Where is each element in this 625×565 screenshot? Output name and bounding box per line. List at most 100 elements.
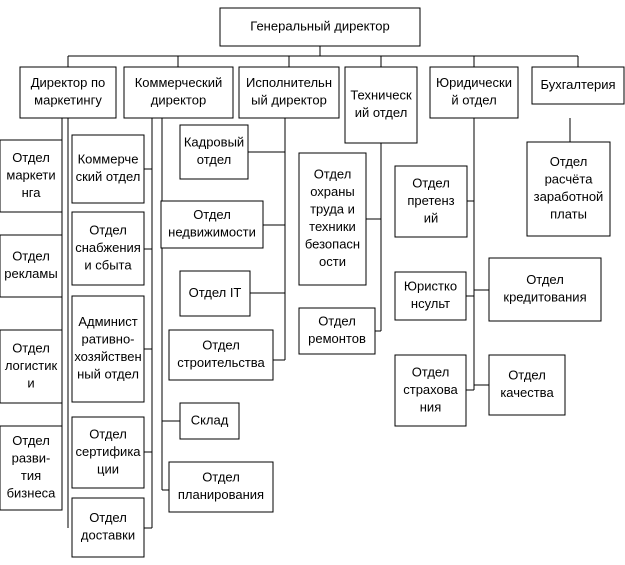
- node-box-marketing-director: [19, 66, 117, 119]
- node-label-sales-dept-1: ский отдел: [76, 169, 141, 184]
- node-box-planning-dept: [168, 461, 274, 513]
- node-label-logistics-dept-2: и: [27, 375, 34, 390]
- node-label-technical-department-0: Техническ: [350, 88, 412, 103]
- node-delivery-dept: Отдел доставки: [71, 497, 145, 558]
- node-label-safety-dept-3: техники: [309, 219, 356, 234]
- node-box-safety-dept: [298, 152, 367, 286]
- node-marketing-director: Директор по маркетингу: [19, 66, 117, 119]
- node-hr-dept: Кадровый отдел: [179, 124, 249, 180]
- node-label-safety-dept-4: безопасн: [305, 237, 360, 252]
- node-box-quality-dept: [488, 354, 566, 416]
- node-box-claims-dept: [394, 165, 468, 238]
- node-label-marketing-director-1: маркетингу: [34, 93, 102, 108]
- node-label-insurance-dept-0: Отдел: [412, 364, 450, 379]
- node-label-logistics-dept-1: логистик: [5, 358, 58, 373]
- node-box-construction-dept: [168, 329, 274, 381]
- node-label-planning-dept-1: планирования: [178, 487, 264, 502]
- node-box-hr-dept: [179, 124, 249, 180]
- node-label-business-development-dept-3: бизнеса: [7, 486, 57, 501]
- node-label-certification-dept-2: ции: [97, 461, 119, 476]
- node-technical-department: Техническ ий отдел: [344, 66, 418, 144]
- node-sales-dept: Коммерческий отдел: [71, 134, 145, 204]
- node-label-marketing-dept-0: Отдел: [12, 150, 50, 165]
- node-label-admin-dept-2: хозяйствен: [74, 349, 141, 364]
- node-it-dept: Отдел IT: [179, 270, 251, 317]
- node-label-commercial-director-0: Коммерческий: [135, 75, 223, 90]
- node-label-crediting-dept-0: Отдел: [526, 272, 564, 287]
- node-label-hr-dept-1: отдел: [197, 152, 231, 167]
- node-box-accounting: [531, 66, 625, 105]
- node-label-logistics-dept-0: Отдел: [12, 340, 50, 355]
- node-box-executive-director: [238, 66, 340, 119]
- node-label-executive-director-0: Исполнительн: [246, 75, 332, 90]
- node-label-technical-department-1: ий отдел: [355, 105, 408, 120]
- node-label-legal-counsel-1: нсульт: [411, 296, 450, 311]
- node-label-construction-dept-1: строительства: [177, 355, 265, 370]
- node-label-marketing-director-0: Директор по: [31, 75, 106, 90]
- node-commercial-director: Коммерческий директор: [123, 66, 234, 119]
- node-label-delivery-dept-0: Отдел: [89, 510, 127, 525]
- node-label-advertising-dept-1: рекламы: [4, 266, 57, 281]
- node-label-legal-department-1: й отдел: [451, 93, 496, 108]
- node-box-legal-department: [429, 66, 519, 119]
- node-label-claims-dept-0: Отдел: [412, 175, 450, 190]
- node-label-executive-director-1: ый директор: [251, 93, 327, 108]
- node-crediting-dept: Отдел кредитования: [488, 257, 602, 322]
- node-label-hr-dept-0: Кадровый: [184, 135, 244, 150]
- node-label-delivery-dept-1: доставки: [81, 528, 135, 543]
- node-label-it-dept-0: Отдел IT: [189, 285, 242, 300]
- node-label-business-development-dept-0: Отдел: [12, 433, 50, 448]
- node-executive-director: Исполнительн ый директор: [238, 66, 340, 119]
- node-box-delivery-dept: [71, 497, 145, 558]
- node-box-commercial-director: [123, 66, 234, 119]
- node-supply-dept: Отдел снабжения и сбыта: [71, 211, 145, 286]
- node-box-advertising-dept: [0, 234, 63, 298]
- node-label-construction-dept-0: Отдел: [202, 338, 240, 353]
- node-box-root: [219, 7, 421, 47]
- node-box-business-development-dept: [0, 425, 63, 511]
- node-box-warehouse: [179, 402, 240, 440]
- node-accounting: Бухгалтерия: [531, 66, 625, 105]
- node-label-real-estate-dept-0: Отдел: [193, 207, 231, 222]
- node-label-claims-dept-1: претенз: [407, 193, 454, 208]
- node-real-estate-dept: Отдел недвижимости: [160, 200, 264, 249]
- node-label-safety-dept-0: Отдел: [314, 167, 352, 182]
- node-label-planning-dept-0: Отдел: [202, 470, 240, 485]
- node-box-sales-dept: [71, 134, 145, 204]
- node-label-business-development-dept-2: тия: [21, 468, 41, 483]
- node-box-legal-counsel: [394, 271, 467, 321]
- node-label-commercial-director-1: директор: [151, 93, 206, 108]
- node-box-admin-dept: [71, 295, 145, 403]
- node-label-supply-dept-1: снабжения: [75, 240, 141, 255]
- node-label-payroll-dept-3: платы: [550, 207, 587, 222]
- node-label-crediting-dept-1: кредитования: [503, 290, 586, 305]
- node-label-quality-dept-0: Отдел: [508, 368, 546, 383]
- node-box-logistics-dept: [0, 329, 63, 404]
- node-box-payroll-dept: [526, 141, 611, 237]
- node-business-development-dept: Отдел разви-тия бизнеса: [0, 425, 63, 511]
- node-label-business-development-dept-1: разви-: [12, 451, 51, 466]
- node-label-safety-dept-2: труда и: [310, 202, 355, 217]
- node-label-admin-dept-1: ративно-: [81, 332, 134, 347]
- node-label-real-estate-dept-1: недвижимости: [168, 225, 256, 240]
- node-label-insurance-dept-2: ния: [420, 399, 441, 414]
- node-label-supply-dept-0: Отдел: [89, 222, 127, 237]
- node-box-real-estate-dept: [160, 200, 264, 249]
- node-label-claims-dept-2: ий: [424, 210, 439, 225]
- node-box-supply-dept: [71, 211, 145, 286]
- node-label-supply-dept-2: и сбыта: [84, 257, 132, 272]
- node-box-it-dept: [179, 270, 251, 317]
- node-label-admin-dept-3: ный отдел: [77, 367, 139, 382]
- node-planning-dept: Отдел планирования: [168, 461, 274, 513]
- node-logistics-dept: Отдел логистик и: [0, 329, 63, 404]
- node-root: Генеральный директор: [219, 7, 421, 47]
- node-label-repairs-dept-0: Отдел: [318, 314, 356, 329]
